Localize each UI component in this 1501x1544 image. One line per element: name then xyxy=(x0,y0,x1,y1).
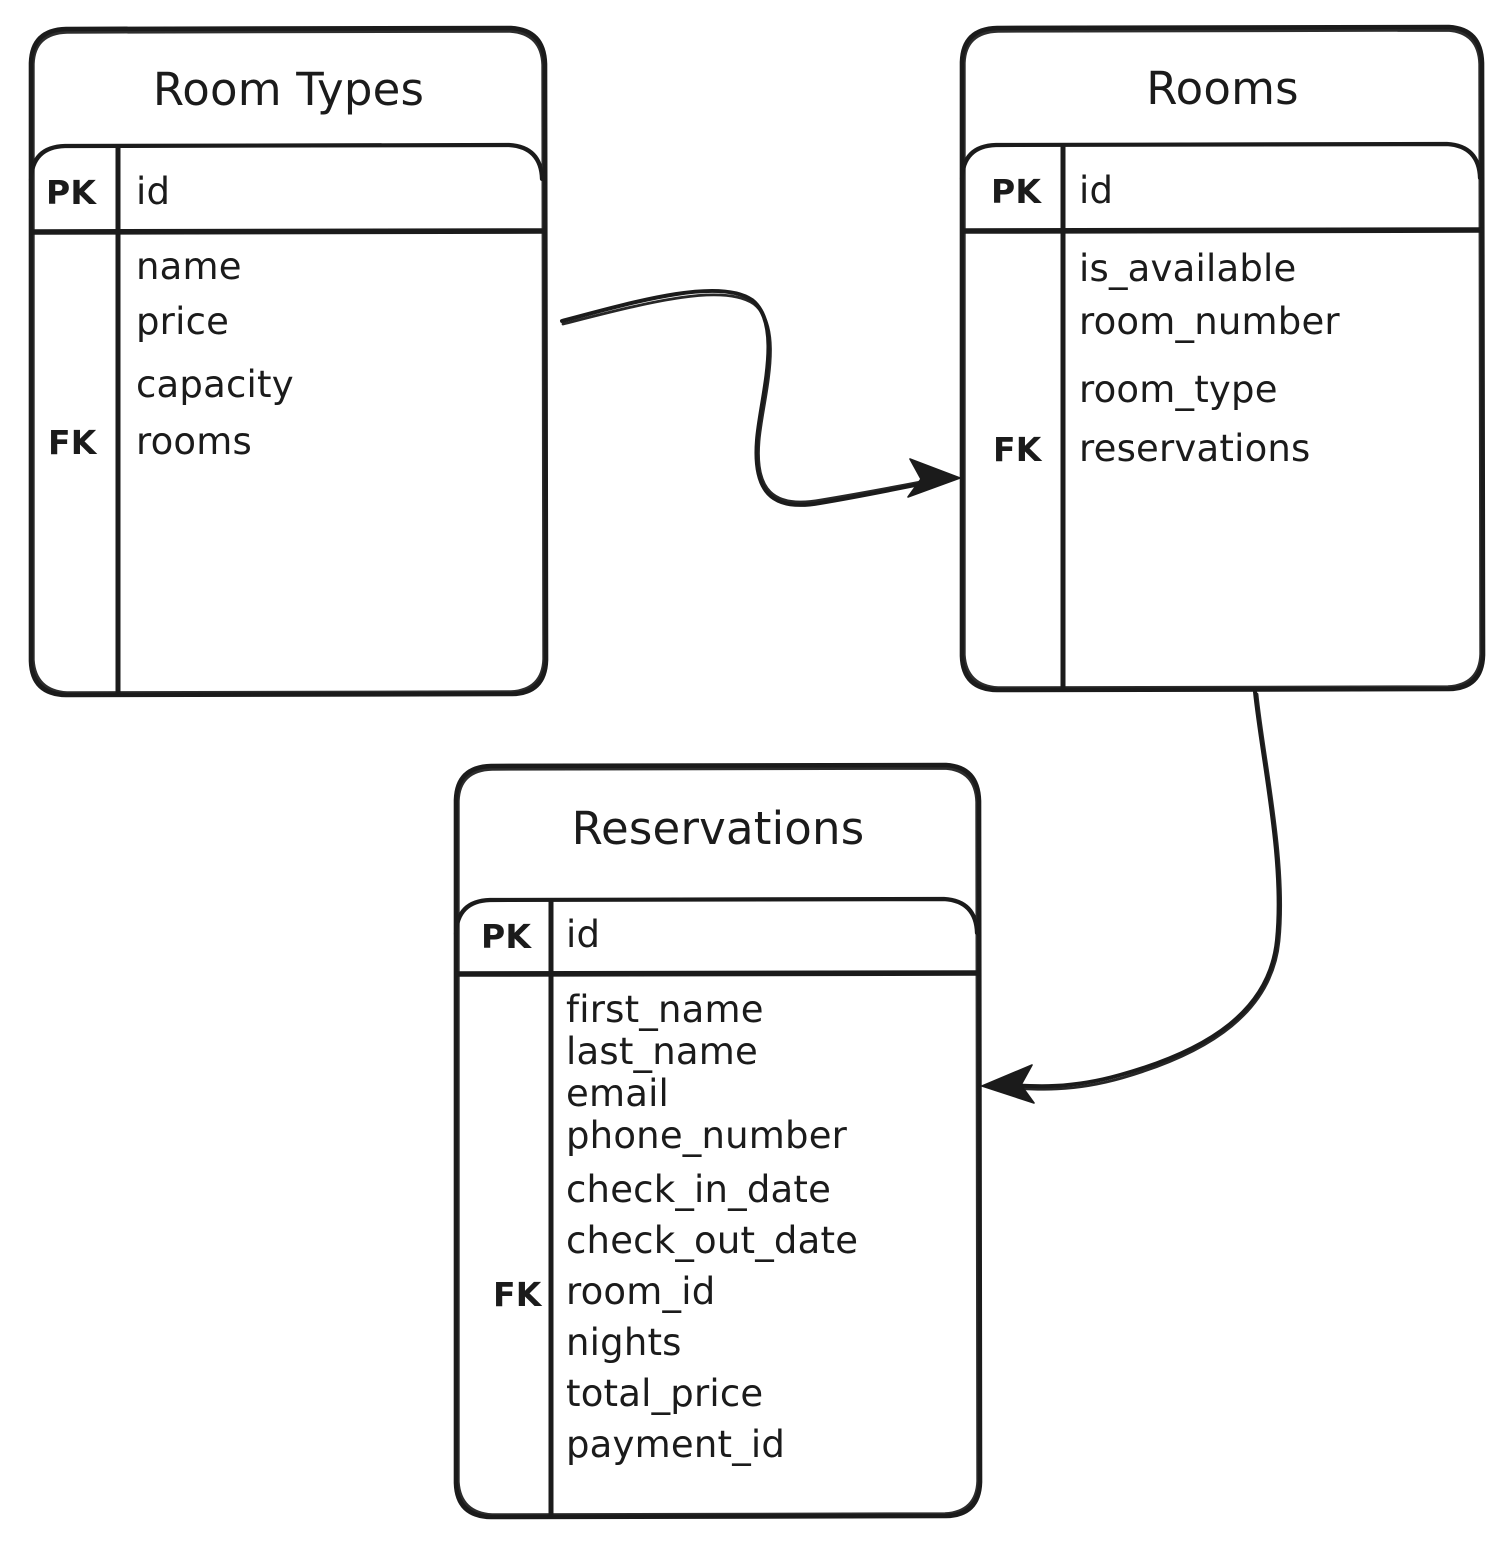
entity-box-reservations[interactable] xyxy=(453,762,983,1520)
entity-title-room-types: Room Types xyxy=(152,63,425,116)
field-rooms-room-number: room_number xyxy=(1079,300,1340,343)
field-reservations-nights: nights xyxy=(566,1321,682,1364)
relationship-rooms-to-reservations[interactable] xyxy=(981,690,1283,1104)
field-reservations-first-name: first_name xyxy=(566,988,764,1031)
field-reservations-check-in-date: check_in_date xyxy=(566,1168,832,1211)
entity-title-reservations: Reservations xyxy=(571,802,865,855)
relationship-room-types-to-rooms[interactable] xyxy=(560,288,961,507)
field-reservations-payment-id: payment_id xyxy=(566,1423,786,1466)
pk-field-rooms: id xyxy=(1079,169,1114,212)
field-reservations-email: email xyxy=(566,1072,670,1115)
pk-label-reservations: PK xyxy=(481,917,532,956)
field-reservations-phone-number: phone_number xyxy=(566,1114,848,1157)
arrowhead-to-rooms xyxy=(907,458,961,498)
field-reservations-check-out-date: check_out_date xyxy=(566,1219,859,1262)
arrowhead-to-reservations xyxy=(981,1064,1035,1104)
field-rooms-reservations: reservations xyxy=(1079,427,1311,470)
entity-box-rooms[interactable] xyxy=(959,24,1486,693)
field-room-types-rooms: rooms xyxy=(136,420,252,463)
fk-label-rooms: FK xyxy=(993,430,1042,469)
fk-label-room-types: FK xyxy=(48,423,97,462)
pk-label-room-types: PK xyxy=(46,173,97,212)
field-room-types-price: price xyxy=(136,300,230,343)
pk-label-rooms: PK xyxy=(991,172,1042,211)
field-room-types-capacity: capacity xyxy=(136,363,294,406)
fk-label-reservations: FK xyxy=(493,1275,542,1314)
field-reservations-last-name: last_name xyxy=(566,1030,758,1073)
field-room-types-name: name xyxy=(136,245,242,288)
field-rooms-is-available: is_available xyxy=(1079,247,1297,290)
pk-field-room-types: id xyxy=(136,170,171,213)
field-rooms-room-type: room_type xyxy=(1079,368,1278,411)
entity-title-rooms: Rooms xyxy=(1146,62,1299,115)
field-reservations-room-id: room_id xyxy=(566,1270,716,1313)
pk-field-reservations: id xyxy=(566,913,601,956)
field-reservations-total-price: total_price xyxy=(566,1372,764,1415)
entity-box-room-types[interactable] xyxy=(28,25,549,698)
